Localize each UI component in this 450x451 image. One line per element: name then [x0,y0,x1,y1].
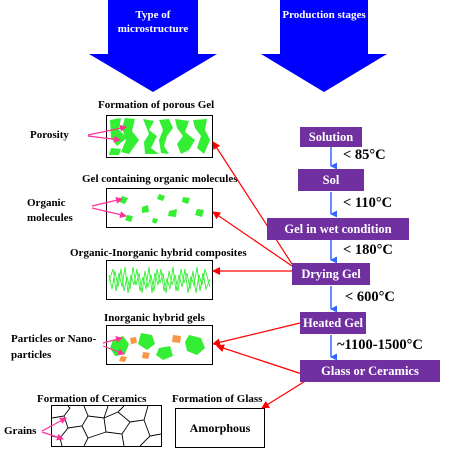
glass-box: Amorphous [175,408,265,448]
ceramics-title: Formation of Ceramics [37,393,147,405]
glass-title: Formation of Glass [172,393,263,405]
organic-gel-box [106,188,213,228]
microstructure-header: Type of microstructure [117,9,189,35]
production-header: Production stages [282,9,366,21]
inorganic-gels-title: Inorganic hybrid gels [104,312,205,324]
temp-600: < 600°C [345,289,395,305]
particles-label: Particles or Nano-particles [11,333,97,361]
stage-heated-gel: Heated Gel [300,312,366,334]
hybrid-composites-title: Organic-Inorganic hybrid composites [70,247,247,259]
inorganic-gels-box [106,325,213,365]
temp-1100-1500: ~1100-1500°C [337,337,423,353]
porous-gel-title: Formation of porous Gel [98,99,215,111]
link-arrow [261,379,308,409]
organic-molecules-pattern [119,194,204,224]
stage-solution: Solution [300,127,362,147]
organic-gel-title: Gel containing organic molecules [82,173,238,185]
hybrid-composites-box [106,260,213,300]
porosity-label: Porosity [30,129,69,141]
temp-110: < 110°C [343,195,393,211]
organic-molecules-label: Organic molecules [27,197,73,224]
grains-label: Grains [4,425,37,437]
stage-glass-ceramics: Glass or Ceramics [300,360,440,382]
link-arrow [212,322,301,347]
particles-pattern [110,333,205,362]
ceramics-box [51,405,162,447]
temp-85: < 85°C [343,147,386,163]
porous-gel-pattern [109,118,210,155]
amorphous-text: Amorphous [189,420,251,435]
porous-gel-box [106,115,213,158]
stage-wet-gel: Gel in wet condition [267,218,409,240]
hybrid-fiber-pattern [108,266,211,294]
link-arrow [212,141,293,265]
link-arrow [216,344,306,376]
stage-sol: Sol [298,169,364,191]
stage-drying-gel: Drying Gel [292,263,370,285]
grains-pattern [51,405,162,447]
temp-180: < 180°C [343,242,393,258]
